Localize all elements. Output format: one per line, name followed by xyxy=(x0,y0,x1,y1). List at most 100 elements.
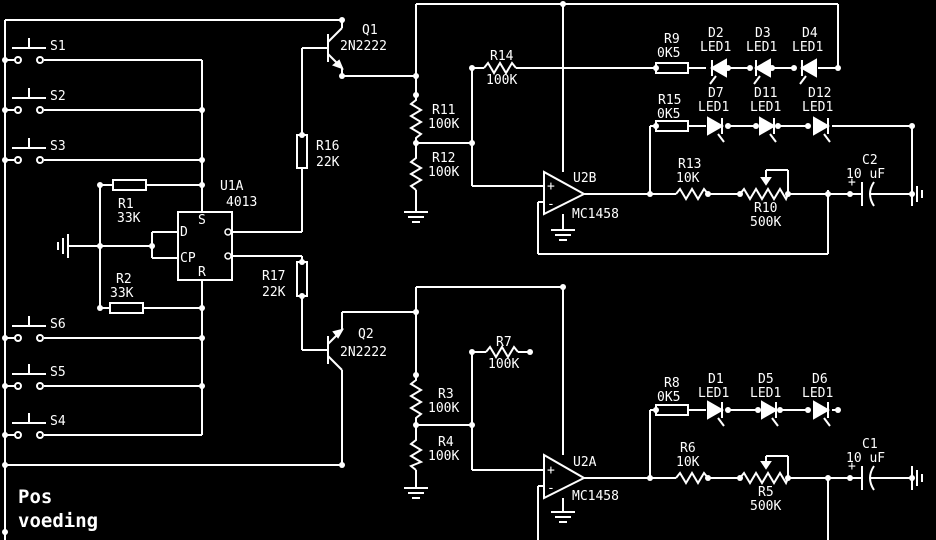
u1a-value-label: 4013 xyxy=(226,195,257,210)
u2b-ref-label: U2B xyxy=(573,171,597,186)
d12-value-label: LED1 xyxy=(802,100,833,115)
r12-ref-label: R12 xyxy=(432,151,455,166)
resistor-r2: R2 33K xyxy=(109,272,144,314)
resistor-r12: R12 100K xyxy=(409,151,459,191)
potentiometer-icon xyxy=(739,471,789,486)
led-diode-icon xyxy=(709,58,727,85)
switch-s6: S6 xyxy=(12,316,66,342)
transistor-q1: Q1 2N2222 xyxy=(327,23,387,70)
resistor-r1: R1 33K xyxy=(112,179,147,226)
resistor-icon xyxy=(675,471,709,485)
d3-value-label: LED1 xyxy=(746,40,777,55)
title-line-1: Pos xyxy=(18,486,52,508)
opamp-u2b: + - U2B MC1458 xyxy=(543,170,619,222)
r10-value-label: 500K xyxy=(750,215,781,230)
led-d6: D6 LED1 xyxy=(802,372,833,427)
opamp-minus-sign: - xyxy=(547,481,555,496)
d11-value-label: LED1 xyxy=(750,100,781,115)
u1a-pin-d: D xyxy=(180,225,188,240)
resistor-icon xyxy=(655,404,689,416)
r16-value-label: 22K xyxy=(316,155,340,170)
flip-flop-u1a: S D CP R U1A 4013 xyxy=(177,179,257,287)
u2a-ref-label: U2A xyxy=(573,455,597,470)
led-diode-icon xyxy=(799,58,817,85)
r7-ref-label: R7 xyxy=(496,335,512,350)
resistor-r13: R13 10K xyxy=(675,157,709,201)
capacitor-c1: + C1 10 uF xyxy=(846,437,885,491)
r9-ref-label: R9 xyxy=(664,32,680,47)
ground-icon xyxy=(404,487,428,499)
led-d2: D2 LED1 xyxy=(700,26,731,85)
c2-value-label: 10 uF xyxy=(846,167,885,182)
c1-ref-label: C1 xyxy=(862,437,878,452)
r11-ref-label: R11 xyxy=(432,103,455,118)
pushbutton-switch-icon xyxy=(12,413,46,439)
electrolytic-capacitor-icon xyxy=(850,181,880,207)
r1-value-label: 33K xyxy=(117,211,141,226)
r13-value-label: 10K xyxy=(676,171,700,186)
ground-icon xyxy=(551,511,575,523)
ground-icon xyxy=(404,211,428,223)
resistor-icon xyxy=(409,95,423,143)
capacitor-c2: + C2 10 uF xyxy=(846,153,885,207)
d5-ref-label: D5 xyxy=(758,372,774,387)
r7-value-label: 100K xyxy=(488,357,519,372)
d7-ref-label: D7 xyxy=(708,86,724,101)
opamp-plus-sign: + xyxy=(547,179,555,194)
d2-ref-label: D2 xyxy=(708,26,724,41)
resistor-icon xyxy=(409,375,423,425)
resistor-r9: R9 0K5 xyxy=(655,32,689,74)
d12-ref-label: D12 xyxy=(808,86,831,101)
resistor-r3: R3 100K xyxy=(409,375,459,425)
wires xyxy=(4,3,913,540)
r5-value-label: 500K xyxy=(750,499,781,514)
d11-ref-label: D11 xyxy=(754,86,777,101)
s2-ref-label: S2 xyxy=(50,89,66,104)
resistor-icon xyxy=(675,187,709,201)
switch-s5: S5 xyxy=(12,364,66,390)
c1-value-label: 10 uF xyxy=(846,451,885,466)
c2-ref-label: C2 xyxy=(862,153,878,168)
d3-ref-label: D3 xyxy=(755,26,771,41)
ground-icon xyxy=(911,466,923,490)
opamp-icon xyxy=(543,453,587,500)
s6-ref-label: S6 xyxy=(50,317,66,332)
potentiometer-icon xyxy=(739,187,789,202)
resistor-icon xyxy=(409,155,423,191)
r4-ref-label: R4 xyxy=(438,435,454,450)
potentiometer-r10: R10 500K xyxy=(739,177,789,230)
ic-body xyxy=(177,211,233,281)
led-diode-icon xyxy=(813,116,831,143)
opamp-u2a: + - U2A MC1458 xyxy=(543,453,619,504)
resistor-icon xyxy=(109,302,144,314)
r17-ref-label: R17 xyxy=(262,269,285,284)
r2-value-label: 33K xyxy=(110,286,134,301)
transistor-q2: Q2 2N2222 xyxy=(327,318,387,378)
resistor-icon xyxy=(409,436,424,471)
r16-ref-label: R16 xyxy=(316,139,339,154)
s1-ref-label: S1 xyxy=(50,39,66,54)
opamp-plus-sign: + xyxy=(547,463,555,478)
r1-ref-label: R1 xyxy=(118,197,134,212)
d4-value-label: LED1 xyxy=(792,40,823,55)
r6-value-label: 10K xyxy=(676,455,700,470)
resistor-r4: R4 100K xyxy=(409,435,459,471)
r10-ref-label: R10 xyxy=(754,201,777,216)
d2-value-label: LED1 xyxy=(700,40,731,55)
d6-value-label: LED1 xyxy=(802,386,833,401)
q2-value-label: 2N2222 xyxy=(340,345,387,360)
q1-ref-label: Q1 xyxy=(362,23,378,38)
switch-s1: S1 xyxy=(12,38,66,64)
resistor-r14: R14 100K xyxy=(483,49,517,88)
r6-ref-label: R6 xyxy=(680,441,696,456)
resistor-r6: R6 10K xyxy=(675,441,709,485)
opamp-minus-sign: - xyxy=(547,197,555,212)
resistor-icon xyxy=(112,179,147,191)
r8-ref-label: R8 xyxy=(664,376,680,391)
d4-ref-label: D4 xyxy=(802,26,818,41)
r14-value-label: 100K xyxy=(486,73,517,88)
r2-ref-label: R2 xyxy=(116,272,132,287)
d5-value-label: LED1 xyxy=(750,386,781,401)
u1a-pin-s: S xyxy=(198,213,206,228)
